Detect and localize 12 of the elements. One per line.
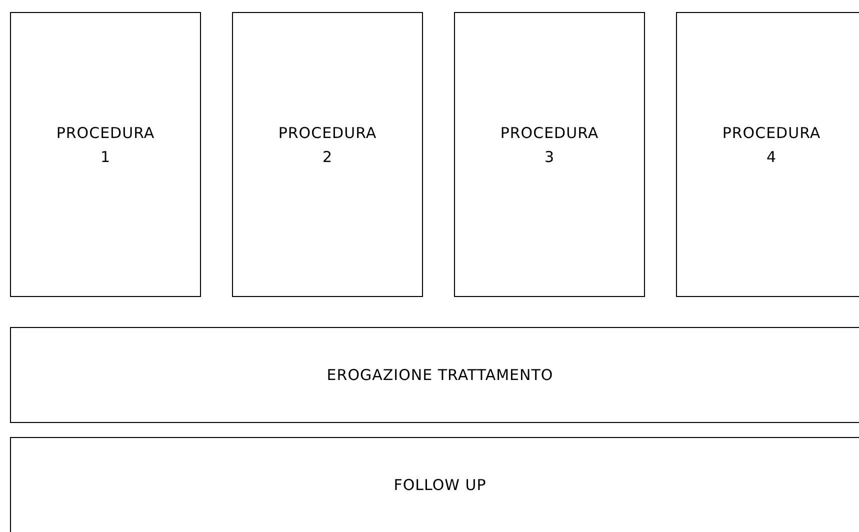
procedure-box (676, 12, 859, 297)
box-label: PROCEDURA 2 (277, 122, 378, 168)
box-label: PROCEDURA 3 (499, 122, 600, 168)
box-label: PROCEDURA 4 (721, 122, 822, 168)
box-label: PROCEDURA 1 (55, 122, 156, 168)
procedure-box (10, 12, 201, 297)
stage-band (10, 437, 859, 532)
stage-band (10, 327, 859, 423)
procedure-box (454, 12, 645, 297)
box-label: EROGAZIONE TRATTAMENTO (326, 366, 554, 384)
box-label: FOLLOW UP (394, 476, 486, 494)
procedure-box (232, 12, 423, 297)
